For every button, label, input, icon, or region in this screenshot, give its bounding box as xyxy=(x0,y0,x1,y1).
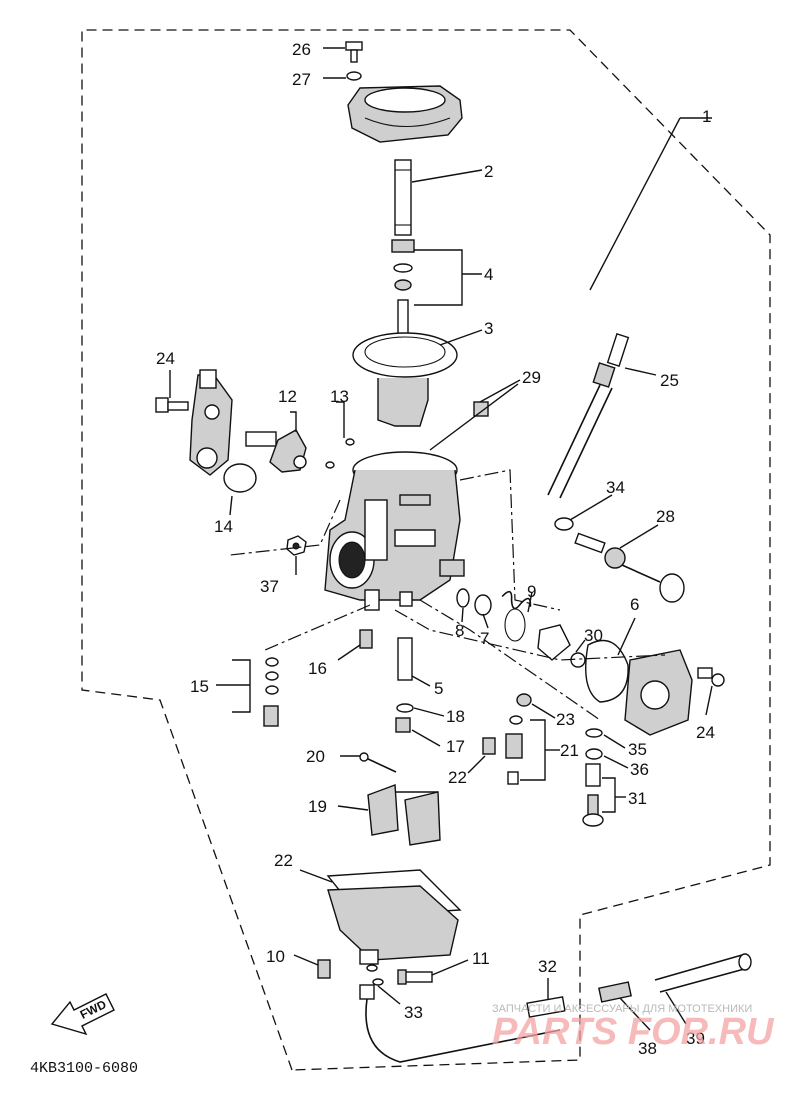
o-ring-35 xyxy=(554,517,574,531)
label-37: 36 xyxy=(630,760,649,779)
washer-37 xyxy=(585,748,603,760)
float-19 xyxy=(367,784,441,846)
label-30: 29 xyxy=(522,368,541,387)
diagram-code: 4KB3100-6080 xyxy=(30,1060,138,1077)
nut-38 xyxy=(286,535,307,556)
pin-20 xyxy=(359,752,397,773)
label-3: 3 xyxy=(484,319,493,338)
label-18: 18 xyxy=(446,707,465,726)
assembly-boundary xyxy=(81,29,771,1071)
screw-set-32 xyxy=(582,763,604,827)
label-15: 15 xyxy=(190,677,209,696)
label-6: 6 xyxy=(630,595,639,614)
label-26: 25 xyxy=(660,371,679,390)
throttle-bracket xyxy=(189,369,233,476)
float-bowl xyxy=(327,885,459,965)
spring-2 xyxy=(394,159,412,236)
label-24-right: 24 xyxy=(696,723,715,742)
chain-line-mid xyxy=(459,469,561,611)
diaphragm-6 xyxy=(585,639,629,703)
jet-17 xyxy=(395,717,411,733)
label-13: 13 xyxy=(330,387,349,406)
diaphragm-piston-3 xyxy=(352,332,458,427)
label-35: 34 xyxy=(606,478,625,497)
jet-25 xyxy=(482,737,496,755)
label-19: 19 xyxy=(308,797,327,816)
spring-9 xyxy=(501,590,532,642)
screw-10 xyxy=(317,959,331,979)
label-10: 10 xyxy=(266,947,285,966)
label-22: 22 xyxy=(274,851,293,870)
label-16: 16 xyxy=(308,659,327,678)
chain-line-low xyxy=(394,609,666,661)
carburetor-body xyxy=(324,451,465,611)
chain-line-right xyxy=(419,599,601,721)
o-rings-13 xyxy=(325,438,355,469)
nozzle-5 xyxy=(397,637,413,681)
label-28: 27 xyxy=(292,70,311,89)
screw-24-right xyxy=(697,667,725,687)
label-17: 17 xyxy=(446,737,465,756)
label-8: 8 xyxy=(455,621,464,640)
label-4: 4 xyxy=(484,265,493,284)
o-ring-21a xyxy=(509,715,523,725)
plug-30 xyxy=(473,401,489,417)
washer-8 xyxy=(456,588,470,608)
chain-line-left xyxy=(264,604,371,651)
label-11: 11 xyxy=(472,949,490,968)
washer-28 xyxy=(346,71,362,81)
pipe-40 xyxy=(654,953,752,993)
watermark-caption: ЗАПЧАСТИ И АКСЕССУАРЫ ДЛЯ МОТОТЕХНИКИ xyxy=(492,1003,752,1015)
seal-7 xyxy=(474,594,492,616)
fitting-33 xyxy=(526,996,566,1018)
top-cover xyxy=(347,85,463,143)
label-40: 39 xyxy=(686,1029,705,1048)
label-5: 5 xyxy=(434,679,443,698)
valve-21 xyxy=(505,733,523,785)
label-36: 35 xyxy=(628,740,647,759)
leader-lines xyxy=(169,47,713,1031)
rod-31 xyxy=(537,624,586,668)
jet-16 xyxy=(359,629,373,649)
drain-34 xyxy=(359,964,561,1063)
part-labels: 26 27 1 2 4 3 24 29 25 12 13 34 14 28 37… xyxy=(156,40,715,1058)
watermark: ЗАПЧАСТИ И АКСЕССУАРЫ ДЛЯ МОТОТЕХНИКИ PA… xyxy=(492,1003,775,1053)
label-24-left: 24 xyxy=(156,349,175,368)
chain-line-upper xyxy=(229,499,341,556)
cap-23 xyxy=(516,693,532,707)
label-2: 2 xyxy=(484,162,493,181)
label-1: 1 xyxy=(702,107,711,126)
label-31: 30 xyxy=(584,626,603,645)
o-ring-36 xyxy=(585,728,603,738)
tube-26 xyxy=(547,332,630,499)
label-38: 37 xyxy=(260,577,279,596)
sensor-12 xyxy=(245,429,307,473)
label-14: 14 xyxy=(214,517,233,536)
o-ring-18 xyxy=(396,703,414,713)
label-25: 22 xyxy=(448,768,467,787)
label-34: 33 xyxy=(404,1003,423,1022)
screw-24-left xyxy=(155,397,189,413)
label-21: 21 xyxy=(560,741,579,760)
screw-29 xyxy=(574,532,685,603)
label-9: 9 xyxy=(527,582,536,601)
label-12: 12 xyxy=(278,387,297,406)
gasket-14 xyxy=(223,463,257,493)
label-20: 20 xyxy=(306,747,325,766)
fwd-arrow: FWD xyxy=(50,993,115,1036)
screw-11 xyxy=(397,969,433,985)
label-29: 28 xyxy=(656,507,675,526)
screw-27 xyxy=(345,41,363,63)
label-39: 38 xyxy=(638,1039,657,1058)
fitting-39 xyxy=(598,981,632,1003)
label-33: 32 xyxy=(538,957,557,976)
screw-set-15 xyxy=(263,657,279,727)
label-27: 26 xyxy=(292,40,311,59)
watermark-brand: PARTS FOR.RU xyxy=(492,1011,775,1053)
label-7: 7 xyxy=(480,629,489,648)
label-23: 23 xyxy=(556,710,575,729)
label-32: 31 xyxy=(628,789,647,808)
pump-cover xyxy=(624,649,693,736)
